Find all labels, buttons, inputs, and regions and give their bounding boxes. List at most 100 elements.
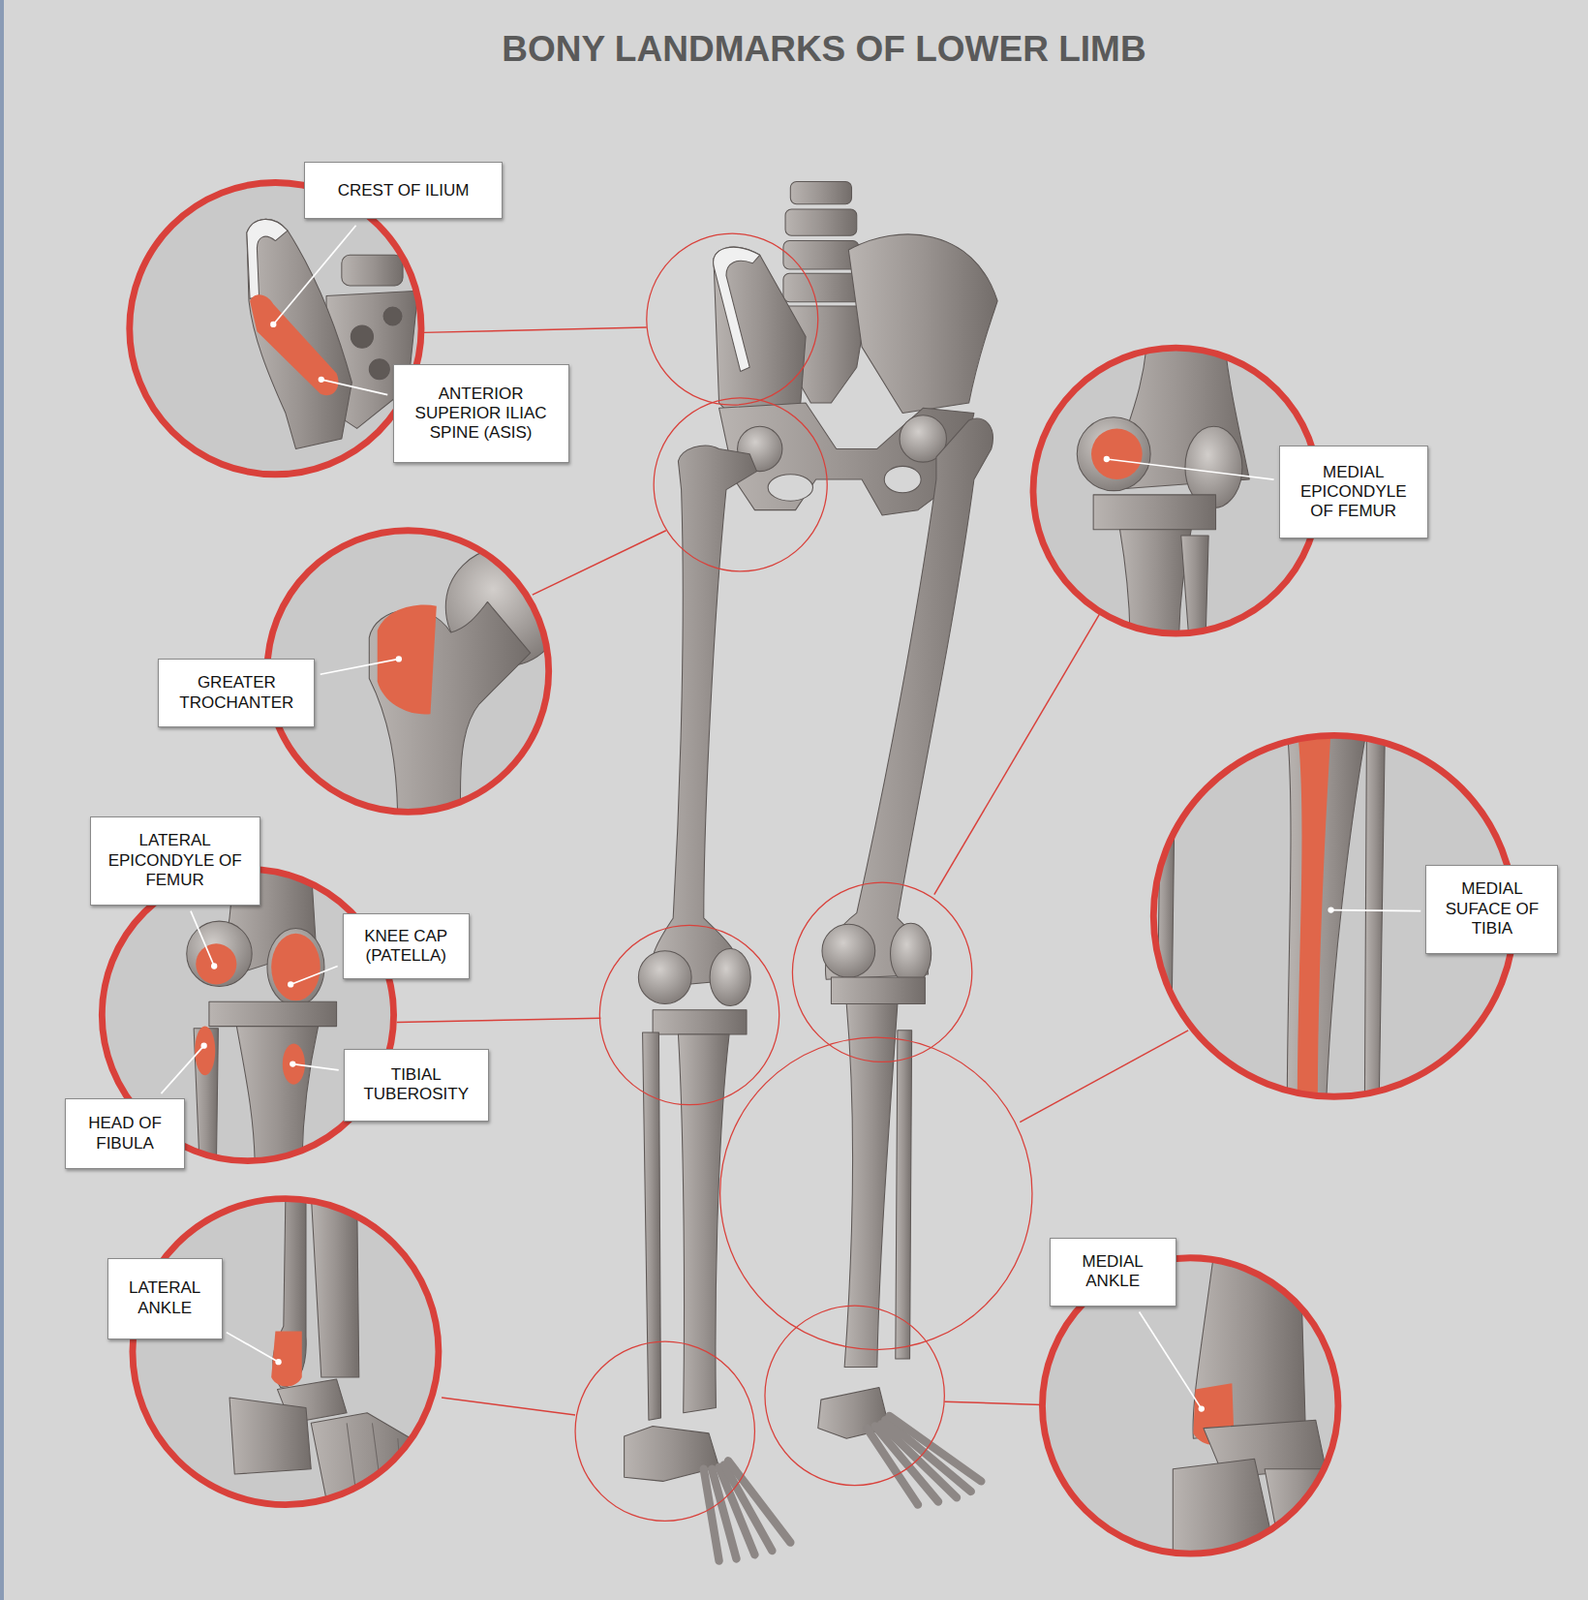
leader-line — [1139, 1312, 1202, 1409]
label-text: HEAD OF FIBULA — [73, 1113, 176, 1154]
zoom-inset — [368, 359, 390, 380]
zoom-inset — [1286, 729, 1367, 1112]
main-skeleton — [790, 181, 852, 204]
zoom-inset — [383, 306, 402, 326]
zoom-inset — [1181, 535, 1209, 643]
main-skeleton — [848, 234, 998, 414]
locator-circle — [646, 233, 819, 405]
main-skeleton — [884, 465, 921, 492]
main-skeleton — [890, 922, 932, 984]
zoom-inset — [129, 183, 422, 475]
label-text: ANTERIOR SUPERIOR ILIAC SPINE (ASIS) — [401, 384, 561, 444]
label-text: MEDIAL ANKLE — [1058, 1252, 1168, 1292]
label-text: CREST OF ILIUM — [312, 181, 494, 201]
zoom-inset — [209, 1001, 337, 1026]
main-skeleton — [703, 1460, 792, 1560]
label-text: KNEE CAP (PATELLA) — [351, 926, 461, 967]
leader-line — [290, 965, 337, 984]
zoom-inset — [267, 928, 325, 1007]
zoom-inset — [271, 933, 321, 1002]
main-skeleton — [895, 1030, 913, 1359]
main-skeleton — [642, 1032, 662, 1420]
zoom-inset — [229, 1397, 311, 1474]
zoom-inset — [1091, 427, 1143, 480]
skeleton-illustration — [101, 181, 1515, 1560]
page-edge-bar — [0, 0, 4, 1600]
main-skeleton — [822, 923, 876, 978]
zoom-inset — [282, 1043, 306, 1085]
leader-dot — [274, 1358, 281, 1365]
zoom-inset — [1364, 729, 1385, 1112]
label-text: LATERAL ANKLE — [116, 1278, 214, 1318]
main-skeleton — [885, 1419, 971, 1492]
main-skeleton — [767, 474, 813, 501]
locator-circle — [792, 882, 972, 1062]
zoom-inset — [129, 183, 422, 475]
label-box: MEDIAL EPICONDYLE OF FEMUR — [1279, 445, 1429, 539]
leader-dot — [1327, 906, 1334, 913]
leader-dot — [270, 321, 276, 328]
zoom-inset — [186, 920, 252, 986]
zoom-inset — [350, 325, 373, 348]
main-skeleton — [824, 418, 993, 979]
label-text: GREATER TROCHANTER — [166, 672, 306, 713]
main-skeleton — [866, 1415, 981, 1505]
label-text: MEDIAL SUFACE OF TIBIA — [1434, 879, 1550, 939]
locator-circle — [653, 397, 827, 572]
zoom-connector — [441, 1397, 576, 1415]
main-skeleton — [785, 209, 857, 236]
leader-line — [273, 225, 356, 325]
leader-dot — [1198, 1404, 1205, 1411]
leader-line — [292, 1064, 338, 1070]
main-skeleton — [713, 246, 761, 371]
zoom-inset — [1033, 336, 1319, 643]
label-box: HEAD OF FIBULA — [64, 1098, 184, 1169]
zoom-inset — [1172, 1458, 1275, 1560]
zoom-inset — [1076, 417, 1151, 491]
leader-line — [320, 658, 399, 674]
label-box: ANTERIOR SUPERIOR ILIAC SPINE (ASIS) — [393, 364, 570, 463]
zoom-inset — [132, 1192, 439, 1504]
main-skeleton — [728, 1460, 791, 1542]
zoom-inset — [1033, 336, 1319, 643]
leader-line — [1106, 458, 1275, 480]
zoom-connector — [532, 530, 667, 595]
zoom-connector — [934, 613, 1100, 895]
zoom-connector — [397, 1017, 602, 1022]
zoom-inset — [129, 183, 422, 475]
zoom-inset — [310, 1412, 428, 1500]
zoom-inset — [195, 943, 237, 984]
label-box: LATERAL ANKLE — [107, 1257, 223, 1340]
main-skeleton — [624, 181, 999, 1560]
zoom-inset — [129, 183, 422, 475]
zoom-inset — [371, 1422, 383, 1499]
zoom-inset — [341, 254, 403, 286]
zoom-connector — [944, 1401, 1042, 1405]
label-box: MEDIAL ANKLE — [1049, 1237, 1177, 1308]
locator-circle — [720, 1037, 1033, 1349]
label-box: KNEE CAP (PATELLA) — [342, 913, 470, 979]
leader-line — [160, 1045, 204, 1095]
zoom-connector — [423, 327, 647, 333]
leader-line — [226, 1332, 279, 1363]
main-skeleton — [783, 273, 861, 302]
zoom-inset — [246, 218, 352, 449]
label-box: GREATER TROCHANTER — [157, 658, 315, 728]
leader-dot — [289, 1060, 296, 1067]
label-box: CREST OF ILIUM — [304, 161, 503, 219]
main-skeleton — [649, 445, 758, 988]
leader-line — [1331, 910, 1422, 912]
main-skeleton — [709, 948, 751, 1007]
zoom-connector — [1019, 1030, 1189, 1123]
label-text: TIBIAL TUBEROSITY — [352, 1065, 481, 1105]
zoom-inset — [310, 1192, 360, 1377]
leader-dot — [211, 962, 217, 969]
zoom-inset — [377, 605, 437, 715]
main-skeleton — [638, 950, 692, 1005]
zoom-inset — [368, 601, 530, 826]
locator-circle — [764, 1305, 945, 1485]
zoom-inset — [132, 1192, 439, 1504]
locator-circle — [599, 924, 779, 1104]
leader-line — [190, 911, 214, 967]
